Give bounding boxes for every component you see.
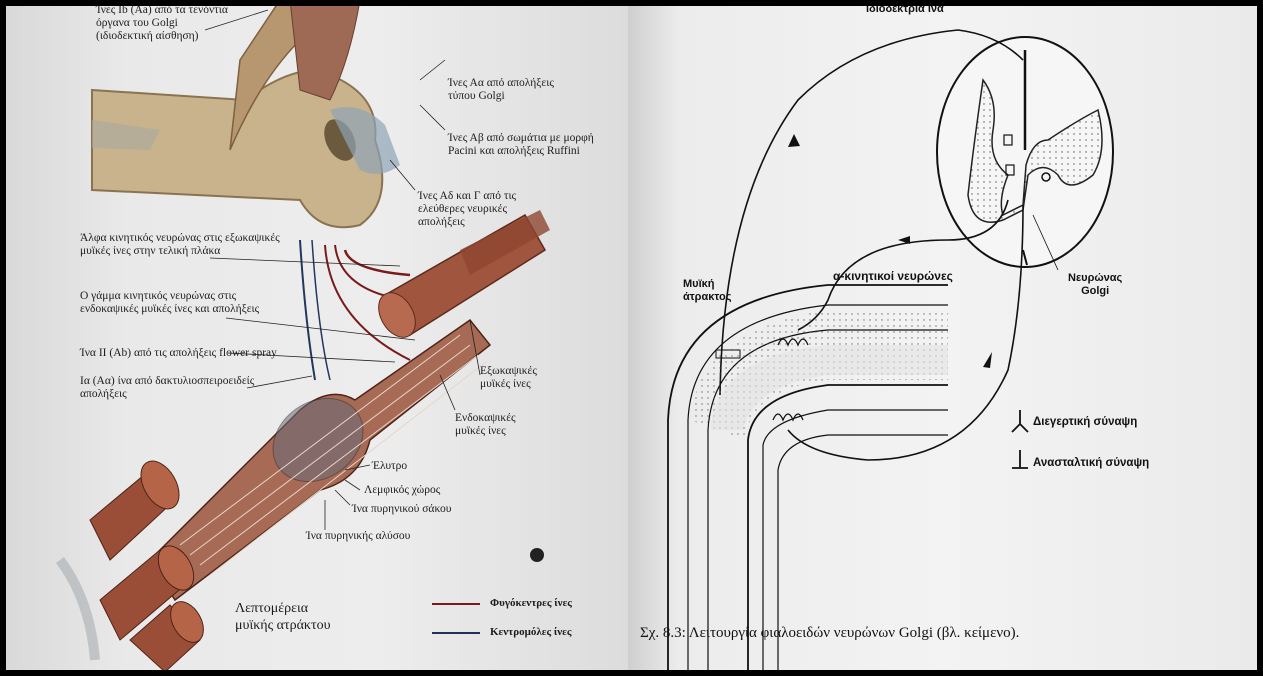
label-flower-spray: Ίνα II (Αb) από τις απολήξεις flower spr… bbox=[80, 347, 277, 360]
right-diagram-page: ιδιοδέκτρια ίνα Μυϊκή άτρακτος α-κινητικ… bbox=[628, 0, 1263, 676]
excitatory-synapse-icon bbox=[1012, 410, 1028, 432]
label-golgi-tendon-organ: Ίνες Ib (Aa) από τα τενόντια όργανα του … bbox=[96, 4, 228, 43]
left-border bbox=[0, 0, 6, 676]
label-lymph-space: Λεμφικός χώρος bbox=[364, 484, 440, 497]
inhibitory-synapse-icon bbox=[1012, 450, 1028, 468]
publisher-logo-icon bbox=[530, 548, 544, 562]
label-golgi-neuron: Νευρώνας Golgi bbox=[1068, 272, 1122, 298]
label-alpha-motor: Άλφα κινητικός νευρώνας στις εξωκαψικές … bbox=[80, 232, 280, 258]
golgi-neuron-diagram bbox=[628, 0, 1263, 676]
label-muscle-spindle: Μυϊκή άτρακτος bbox=[683, 278, 731, 304]
figure-caption: Σχ. 8.3: Λειτουργία φιαλοειδών νευρώνων … bbox=[640, 625, 1019, 642]
label-excitatory-synapse: Διεγερτική σύναψη bbox=[1033, 416, 1137, 429]
bottom-border bbox=[0, 670, 1263, 676]
label-ab-pacini: Ίνες Αβ από σωμάτια με μορφή Pacini και … bbox=[448, 132, 594, 158]
legend-efferent-label: Φυγόκεντρες ίνες bbox=[490, 597, 572, 610]
top-border bbox=[0, 0, 1263, 6]
left-anatomy-page: Ίνες Ib (Aa) από τα τενόντια όργανα του … bbox=[0, 0, 628, 676]
label-gamma-motor: Ο γάμμα κινητικός νευρώνας στις ενδοκαψι… bbox=[80, 290, 259, 316]
label-aa-golgi: Ίνες Αα από απολήξεις τύπου Golgi bbox=[448, 77, 554, 103]
figure-title: Λεπτομέρεια μυϊκής ατράκτου bbox=[235, 600, 331, 634]
legend-afferent-label: Κεντρομόλες ίνες bbox=[490, 626, 572, 639]
label-alpha-motor-neurons: α-κινητικοί νευρώνες bbox=[833, 270, 953, 283]
label-nuclear-bag: Ίνα πυρηνικού σάκου bbox=[352, 503, 451, 516]
label-nuclear-chain: Ίνα πυρηνικής αλύσου bbox=[306, 530, 410, 543]
label-ad-free-endings: Ίνες Αδ και Γ από τις ελεύθερες νευρικές… bbox=[418, 190, 516, 229]
right-border bbox=[1257, 0, 1263, 676]
label-inhibitory-synapse: Ανασταλτική σύναψη bbox=[1033, 457, 1149, 470]
label-extrafusal: Εξωκαψικές μυϊκές ίνες bbox=[480, 365, 537, 391]
label-annulospiral: Ια (Αα) ίνα από δακτυλιοσπειροειδείς απο… bbox=[80, 375, 254, 401]
label-capsule: Έλυτρο bbox=[372, 460, 407, 473]
label-intrafusal: Ενδοκαψικές μυϊκές ίνες bbox=[455, 412, 516, 438]
